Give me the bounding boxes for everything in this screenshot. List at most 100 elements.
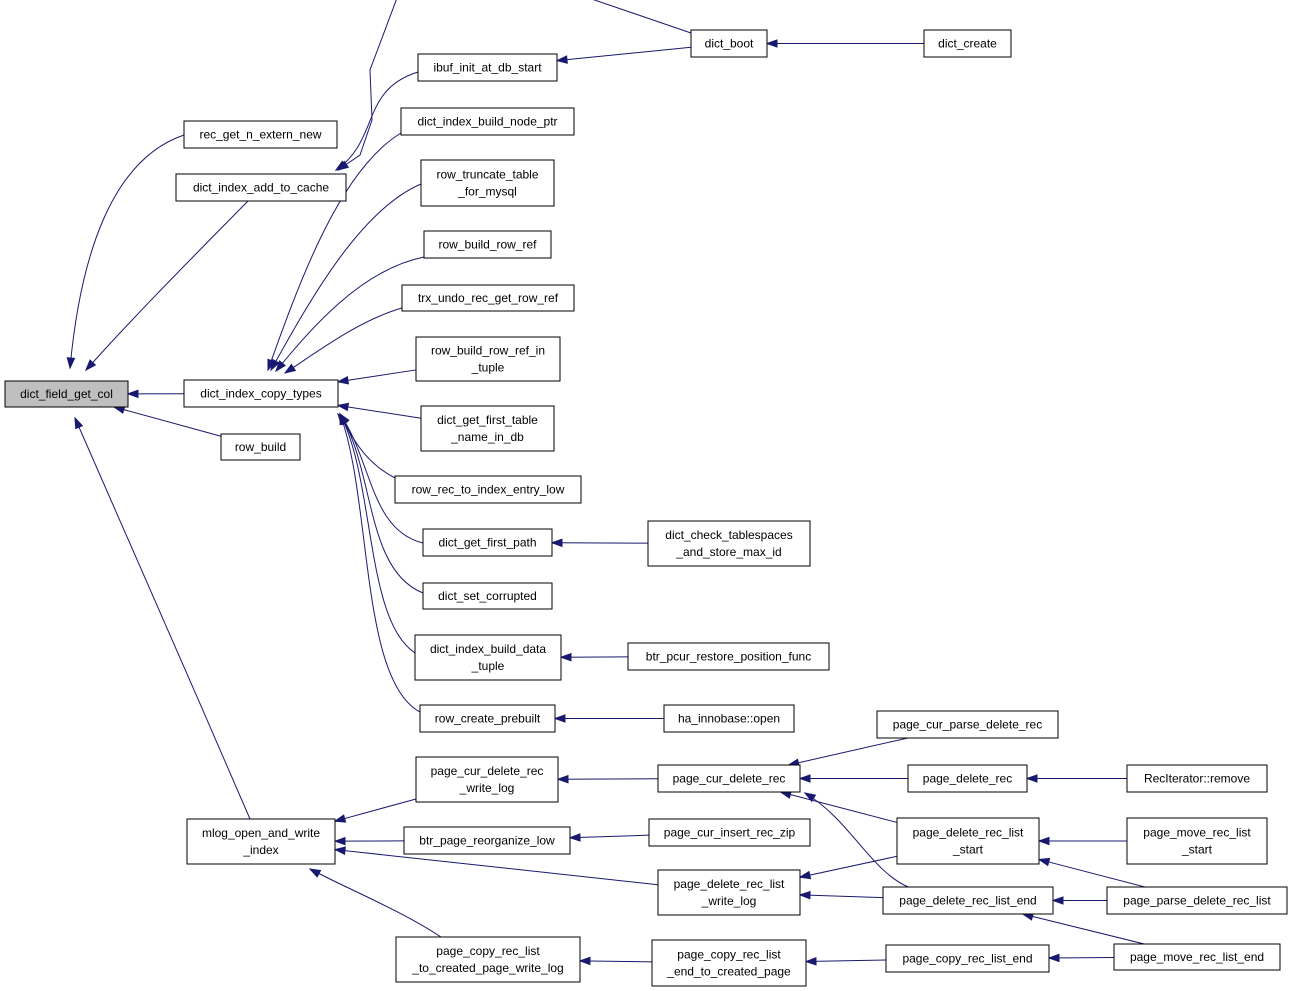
node-box[interactable]	[400, 107, 575, 136]
node-box[interactable]	[663, 704, 795, 733]
node-label: page_delete_rec	[923, 772, 1012, 786]
node-box[interactable]	[419, 704, 556, 733]
node-box[interactable]	[414, 634, 562, 681]
arrowhead-icon	[553, 714, 566, 723]
node-reciterator-remove[interactable]: RecIterator::remove	[1126, 764, 1268, 793]
node-ha-innobase-open[interactable]: ha_innobase::open	[663, 704, 795, 733]
node-page-copy-rec-list-to-created-page-write-log[interactable]: page_copy_rec_list_to_created_page_write…	[395, 936, 581, 983]
node-label: dict_index_build_data	[430, 642, 546, 656]
node-ibuf-init-at-db-start[interactable]: ibuf_init_at_db_start	[417, 53, 558, 82]
node-label: row_build_row_ref_in	[431, 344, 545, 358]
edge-row-build-row-ref-in-tuple-to-dict-index-copy-types	[336, 369, 417, 385]
node-label: _and_store_max_id	[675, 545, 781, 559]
node-page-move-rec-list-end[interactable]: page_move_rec_list_end	[1113, 943, 1281, 971]
node-page-delete-rec[interactable]: page_delete_rec	[907, 764, 1028, 793]
node-box[interactable]	[885, 944, 1050, 973]
node-box[interactable]	[4, 380, 129, 408]
node-label: dict_index_copy_types	[200, 387, 321, 401]
arrowhead-icon	[336, 402, 350, 412]
node-box[interactable]	[1106, 886, 1288, 915]
node-page-copy-rec-list-end-to-created-page[interactable]: page_copy_rec_list_end_to_created_page	[651, 939, 807, 987]
node-trx-undo-rec-get-row-ref[interactable]: trx_undo_rec_get_row_ref	[401, 284, 575, 312]
node-box[interactable]	[401, 284, 575, 312]
edge-line	[275, 256, 425, 372]
node-row-build-row-ref[interactable]: row_build_row_ref	[423, 230, 552, 259]
node-page-delete-rec-list-write-log[interactable]: page_delete_rec_list_write_log	[657, 869, 801, 916]
node-box[interactable]	[657, 764, 801, 793]
node-box[interactable]	[422, 582, 553, 610]
node-box[interactable]	[657, 869, 801, 916]
node-box[interactable]	[175, 173, 347, 202]
node-box[interactable]	[647, 520, 811, 567]
node-box[interactable]	[186, 818, 336, 865]
node-dict-index-build-data-tuple[interactable]: dict_index_build_data_tuple	[414, 634, 562, 681]
node-page-copy-rec-list-end[interactable]: page_copy_rec_list_end	[885, 944, 1050, 973]
node-dict-field-get-col[interactable]: dict_field_get_col	[4, 380, 129, 408]
node-box[interactable]	[403, 826, 571, 855]
node-dict-get-first-path[interactable]: dict_get_first_path	[422, 528, 553, 557]
node-box[interactable]	[896, 817, 1040, 865]
node-box[interactable]	[882, 886, 1054, 915]
arrowhead-icon	[555, 55, 568, 64]
node-dict-boot[interactable]: dict_boot	[690, 29, 768, 58]
node-box[interactable]	[183, 379, 339, 408]
node-btr-pcur-restore-position-func[interactable]: btr_pcur_restore_position_func	[627, 642, 830, 671]
node-page-cur-delete-rec[interactable]: page_cur_delete_rec	[657, 764, 801, 793]
node-row-build-row-ref-in-tuple[interactable]: row_build_row_ref_in_tuple	[415, 336, 561, 382]
node-box[interactable]	[1126, 817, 1268, 865]
arrowhead-icon	[126, 389, 139, 399]
node-page-cur-insert-rec-zip[interactable]: page_cur_insert_rec_zip	[648, 818, 811, 847]
node-dict-create[interactable]: dict_create	[923, 29, 1012, 58]
node-row-build[interactable]: row_build	[220, 433, 301, 461]
node-box[interactable]	[907, 764, 1028, 793]
node-label: dict_field_get_col	[20, 387, 113, 401]
node-page-parse-delete-rec-list[interactable]: page_parse_delete_rec_list	[1106, 886, 1288, 915]
edge-dict-index-build-node-ptr-to-dict-index-copy-types	[267, 132, 402, 372]
node-dict-index-build-node-ptr[interactable]: dict_index_build_node_ptr	[400, 107, 575, 136]
node-page-move-rec-list-start[interactable]: page_move_rec_list_start	[1126, 817, 1268, 865]
node-box[interactable]	[422, 528, 553, 557]
node-box[interactable]	[627, 642, 830, 671]
edge-page-delete-rec-list-end-to-page-delete-rec-list-write-log	[798, 890, 884, 900]
node-box[interactable]	[395, 936, 581, 983]
node-row-create-prebuilt[interactable]: row_create_prebuilt	[419, 704, 556, 733]
node-box[interactable]	[415, 336, 561, 382]
edge-line	[85, 200, 249, 371]
node-row-truncate-table-for-mysql[interactable]: row_truncate_table_for_mysql	[420, 159, 555, 207]
node-box[interactable]	[415, 756, 559, 803]
node-dict-get-first-table-name-in-db[interactable]: dict_get_first_table_name_in_db	[420, 405, 555, 452]
node-box[interactable]	[690, 29, 768, 58]
node-page-cur-parse-delete-rec[interactable]: page_cur_parse_delete_rec	[876, 710, 1059, 739]
node-box[interactable]	[417, 53, 558, 82]
node-page-delete-rec-list-start[interactable]: page_delete_rec_list_start	[896, 817, 1040, 865]
node-btr-page-reorganize-low[interactable]: btr_page_reorganize_low	[403, 826, 571, 855]
node-box[interactable]	[648, 818, 811, 847]
node-box[interactable]	[420, 159, 555, 207]
node-dict-index-add-to-cache[interactable]: dict_index_add_to_cache	[175, 173, 347, 202]
nodes-layer: dict_field_get_colrec_get_n_extern_newdi…	[4, 29, 1288, 987]
arrowhead-icon	[333, 814, 347, 823]
node-box[interactable]	[923, 29, 1012, 58]
node-box[interactable]	[651, 939, 807, 987]
node-rec-get-n-extern-new[interactable]: rec_get_n_extern_new	[183, 120, 338, 149]
arrowhead-icon	[568, 833, 581, 842]
arrowhead-icon	[550, 538, 563, 548]
node-box[interactable]	[423, 230, 552, 259]
node-box[interactable]	[1113, 943, 1281, 971]
node-box[interactable]	[1126, 764, 1268, 793]
node-box[interactable]	[876, 710, 1059, 739]
node-page-cur-delete-rec-write-log[interactable]: page_cur_delete_rec_write_log	[415, 756, 559, 803]
node-box[interactable]	[394, 475, 582, 504]
node-page-delete-rec-list-end[interactable]: page_delete_rec_list_end	[882, 886, 1054, 915]
node-dict-set-corrupted[interactable]: dict_set_corrupted	[422, 582, 553, 610]
node-dict-index-copy-types[interactable]: dict_index_copy_types	[183, 379, 339, 408]
node-mlog-open-and-write-index[interactable]: mlog_open_and_write_index	[186, 818, 336, 865]
edge-page-parse-delete-rec-list-to-page-delete-rec-list-start	[1037, 857, 1146, 888]
node-box[interactable]	[220, 433, 301, 461]
edge-page-delete-rec-list-end-to-page-cur-delete-rec	[803, 792, 909, 888]
node-dict-check-tablespaces-and-store-max-id[interactable]: dict_check_tablespaces_and_store_max_id	[647, 520, 811, 567]
node-box[interactable]	[183, 120, 338, 149]
node-box[interactable]	[420, 405, 555, 452]
node-row-rec-to-index-entry-low[interactable]: row_rec_to_index_entry_low	[394, 475, 582, 504]
